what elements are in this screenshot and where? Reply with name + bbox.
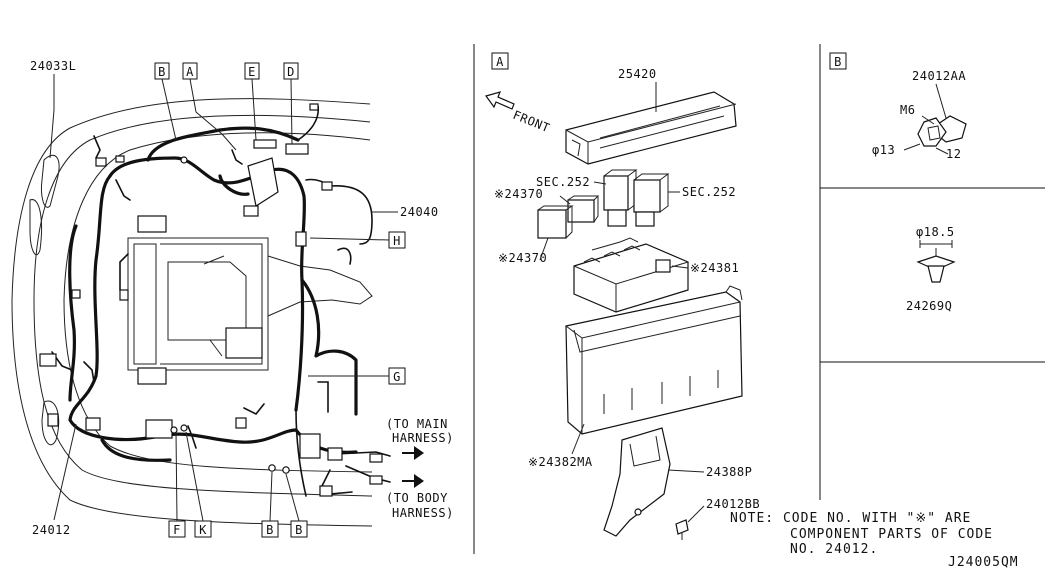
svg-text:※24381: ※24381	[690, 261, 739, 275]
diagram-code: J24005QM	[948, 555, 1019, 570]
svg-text:※24370: ※24370	[498, 251, 547, 265]
svg-text:B: B	[266, 523, 274, 537]
to-main-harness-label: (TO MAIN HARNESS)	[386, 417, 454, 460]
callout-box-k: K	[185, 431, 212, 538]
bolt-24012bb: 24012BB	[675, 497, 760, 540]
svg-text:K: K	[199, 523, 207, 537]
svg-text:E: E	[248, 65, 256, 79]
svg-text:24269Q: 24269Q	[906, 299, 952, 313]
arrow-right-icon	[402, 474, 424, 488]
callout-box-b-bottom-left: B	[261, 471, 279, 538]
label-24040: 24040	[372, 205, 439, 219]
svg-text:NOTE: CODE NO. WITH "※" ARE: NOTE: CODE NO. WITH "※" ARE	[730, 511, 971, 526]
svg-text:NO. 24012.: NO. 24012.	[790, 542, 878, 557]
callout-box-e: E	[244, 62, 260, 141]
callout-box-a: A	[182, 62, 237, 151]
svg-text:A: A	[186, 65, 194, 79]
fuse-24370-upper: ※24370	[494, 187, 600, 223]
svg-text:24033L: 24033L	[30, 59, 76, 73]
svg-text:B: B	[834, 55, 842, 69]
svg-text:H: H	[393, 234, 401, 248]
bracket-24388p: 24388P	[603, 427, 752, 537]
svg-text:A: A	[496, 55, 504, 69]
svg-text:SEC.252: SEC.252	[536, 175, 590, 189]
callout-box-b-top: B	[154, 62, 177, 141]
svg-text:COMPONENT PARTS OF CODE: COMPONENT PARTS OF CODE	[790, 527, 993, 542]
svg-text:D: D	[287, 65, 295, 79]
svg-text:※24370: ※24370	[494, 187, 543, 201]
svg-text:M6: M6	[900, 103, 915, 117]
relay-sec252-right: SEC.252	[633, 173, 736, 227]
engine-room-outline	[11, 98, 373, 527]
front-direction-indicator: FRONT	[485, 91, 552, 135]
svg-text:※24382MA: ※24382MA	[528, 455, 593, 469]
svg-text:HARNESS): HARNESS)	[392, 431, 454, 445]
svg-text:φ18.5: φ18.5	[916, 225, 955, 239]
svg-text:G: G	[393, 370, 401, 384]
callout-box-g: G	[308, 367, 406, 385]
relay-sec252-left: SEC.252	[536, 169, 638, 227]
callout-box-h: H	[309, 231, 406, 249]
svg-text:B: B	[295, 523, 303, 537]
front-arrow-icon	[485, 91, 515, 110]
harness-branch-wires	[51, 105, 391, 497]
detail-b-tag: B	[829, 52, 847, 70]
label-24033l: 24033L	[30, 59, 76, 159]
svg-text:HARNESS): HARNESS)	[392, 506, 454, 520]
engine-room-harness	[68, 126, 358, 462]
svg-text:25420: 25420	[618, 67, 657, 81]
svg-text:12: 12	[946, 147, 961, 161]
svg-text:φ13: φ13	[872, 143, 895, 157]
component-note: NOTE: CODE NO. WITH "※" ARE COMPONENT PA…	[730, 511, 993, 557]
svg-text:24040: 24040	[400, 205, 439, 219]
fuse-box-housing-24382ma: ※24382MA	[528, 285, 743, 469]
callout-box-d: D	[283, 62, 299, 145]
label-24012: 24012	[32, 423, 77, 537]
svg-text:24012: 24012	[32, 523, 71, 537]
bolt-24012aa: 24012AA M6 φ13 12	[872, 69, 967, 161]
clip-24269q: φ18.5 24269Q	[906, 225, 956, 313]
svg-text:(TO BODY: (TO BODY	[386, 491, 448, 505]
to-body-harness-label: (TO BODY HARNESS)	[386, 474, 454, 520]
svg-text:F: F	[173, 523, 181, 537]
detail-a-tag: A	[491, 52, 509, 70]
fuse-24370-lower: ※24370	[498, 205, 574, 265]
fuse-box-cover-25420: 25420	[565, 67, 737, 165]
svg-text:B: B	[158, 65, 166, 79]
callout-box-f: F	[168, 431, 186, 538]
svg-text:24388P: 24388P	[706, 465, 752, 479]
harness-connectors	[39, 103, 383, 497]
svg-text:24012AA: 24012AA	[912, 69, 966, 83]
arrow-right-icon	[402, 446, 424, 460]
svg-text:FRONT: FRONT	[511, 108, 552, 135]
callout-box-b-bottom-right: B	[285, 473, 308, 538]
svg-text:SEC.252: SEC.252	[682, 185, 736, 199]
fuse-block-24381: ※24381	[573, 237, 739, 313]
svg-text:(TO MAIN: (TO MAIN	[386, 417, 448, 431]
svg-text:24012BB: 24012BB	[706, 497, 760, 511]
